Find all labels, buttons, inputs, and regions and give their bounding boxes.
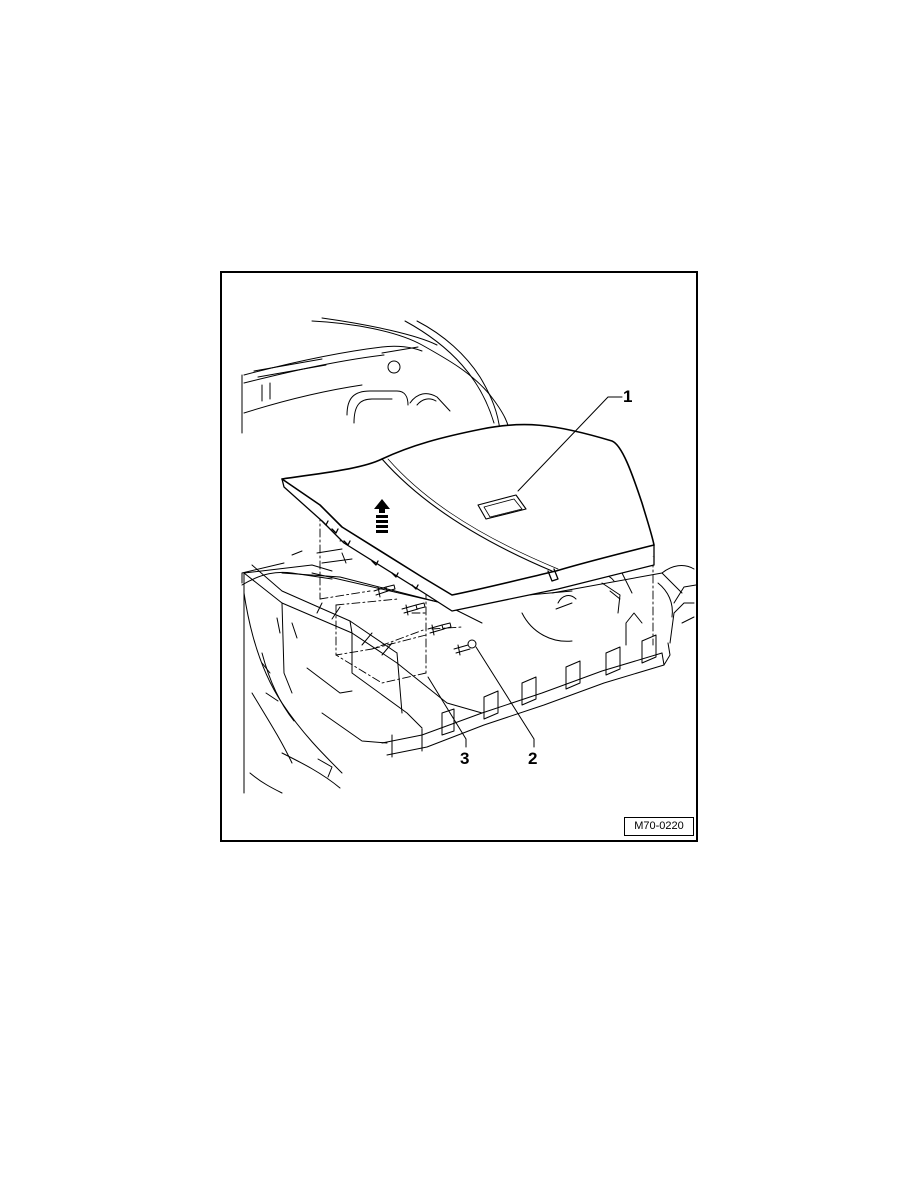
- callout-part-3: 3: [460, 749, 470, 768]
- leader-lines: [427, 396, 623, 748]
- removal-direction-arrow-icon: [374, 499, 390, 533]
- floor-panel: [281, 423, 655, 612]
- trunk-opening-outline: [241, 317, 511, 439]
- callout-part-2: 2: [528, 749, 538, 768]
- trunk-floor-illustration: [241, 317, 696, 794]
- screw-icon: [373, 584, 477, 656]
- figure-frame: 1 2 3 M70-0220: [220, 271, 698, 842]
- callout-part-1: 1: [623, 387, 633, 406]
- trunk-floor-structure: [241, 534, 696, 794]
- installation-lines: [319, 512, 654, 684]
- figure-code-label: M70-0220: [624, 817, 694, 836]
